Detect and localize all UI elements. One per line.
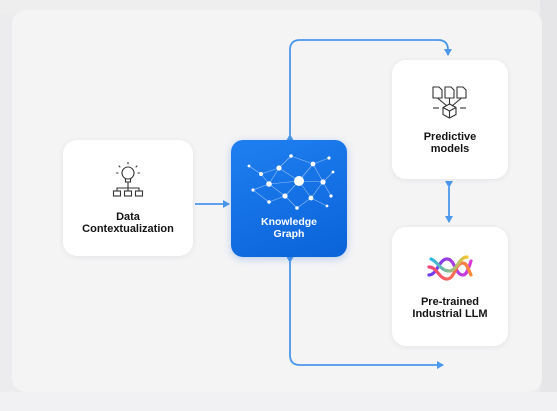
edge-kg-predictive <box>286 39 452 141</box>
background-right <box>540 0 557 411</box>
network-graph-icon <box>239 146 339 221</box>
documents-cube-icon <box>430 84 470 125</box>
node-data-contextualization: Data Contextualization <box>63 140 193 256</box>
lightbulb-hierarchy-icon <box>111 161 145 205</box>
node-label-knowledge-graph: Knowledge Graph <box>260 216 317 240</box>
node-label-industrial-llm: Pre-trained Industrial LLM <box>412 296 488 320</box>
node-label-predictive-models: Predictive models <box>423 131 477 155</box>
edge-kg-llm <box>286 256 444 369</box>
node-predictive-models: Predictive models <box>392 60 508 179</box>
node-industrial-llm: Pre-trained Industrial LLM <box>392 227 508 346</box>
node-label-data-contextualization: Data Contextualization <box>82 210 174 235</box>
llm-waves-icon <box>425 253 475 288</box>
node-knowledge-graph: Knowledge Graph <box>231 140 347 257</box>
background-bottom <box>0 392 557 411</box>
